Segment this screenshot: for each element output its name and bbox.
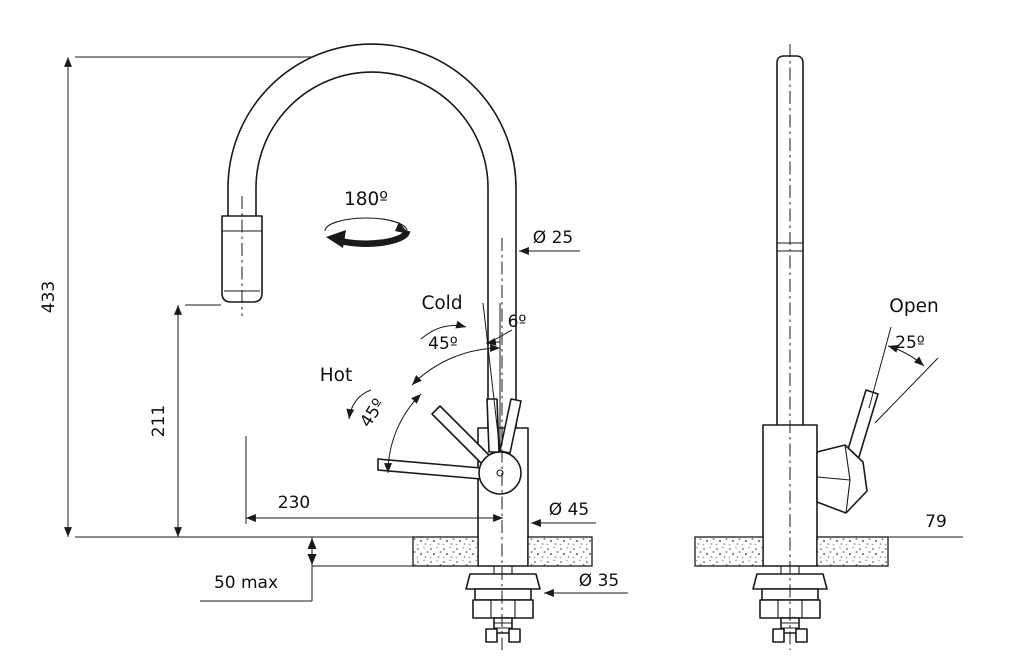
dim-outlet-height: 211 [149, 405, 169, 437]
mounting-nut [472, 599, 534, 619]
open-angle-annotation: 25º Open [868, 296, 939, 424]
dim-spout-tilt: 6º [508, 312, 527, 332]
housing-facet [845, 479, 851, 514]
dim-spout-diameter: Ø 25 [533, 228, 573, 248]
label-open: Open [889, 296, 938, 317]
handle-axis-line [868, 326, 892, 409]
counter-slab-right [527, 536, 593, 567]
countertop-section-front [412, 536, 593, 567]
label-cold: Cold [421, 293, 462, 314]
open-angle-arc [887, 345, 925, 367]
hot-swing-arc [384, 393, 422, 474]
swivel-symbol: 180º [324, 189, 411, 248]
tilt-leader [495, 329, 513, 340]
dim-swivel-angle: 180º [344, 189, 388, 210]
dim-hole-diameter: Ø 35 [579, 571, 619, 591]
dim-overall-height: 433 [39, 281, 59, 313]
side-faucet-outline [762, 55, 879, 567]
swivel-ellipse-back [324, 217, 408, 232]
dim-spout-reach: 230 [278, 493, 310, 513]
open-limit-line [874, 357, 939, 424]
hose-weight-left [772, 628, 785, 643]
dim-hot-swing: 45º [356, 395, 389, 431]
hot-motion-arrow [346, 389, 372, 420]
dim-body-diameter: Ø 45 [549, 500, 589, 520]
counter-slab-right [816, 536, 889, 567]
housing-facet [844, 444, 851, 481]
side-view: 25º Open 79 [694, 55, 963, 643]
arrow-up [307, 538, 317, 549]
handle-levers [377, 398, 522, 495]
swivel-arrow-body [340, 230, 411, 247]
spout-arc-outer [227, 43, 517, 428]
mounting-washer [474, 588, 532, 601]
countertop-section-side [694, 536, 889, 567]
label-hot: Hot [320, 365, 352, 386]
dim-open-angle: 25º [895, 333, 925, 353]
housing-facet [816, 476, 851, 481]
dim-cold-swing: 45º [428, 334, 458, 354]
front-view: 180º 6º 45º Cold 45º Hot 433 [39, 43, 628, 643]
mounting-flange [465, 573, 541, 590]
hose-weight-left [485, 628, 498, 643]
centerlines [241, 44, 791, 650]
swivel-arrowhead [326, 230, 346, 248]
swivel-small-arrowhead [395, 222, 409, 234]
threaded-rod [493, 617, 513, 634]
pullout-spray-head [221, 215, 263, 303]
arrow-down [307, 554, 317, 565]
mounting-flange [752, 573, 828, 590]
dim-deck-thickness: 50 max [214, 573, 278, 593]
spout-arc-inner [255, 71, 489, 428]
handle-pivot-dome [478, 451, 522, 495]
mounting-hardware-side [752, 566, 828, 643]
counter-slab-left [412, 536, 479, 567]
hose-weight-right [795, 628, 808, 643]
dim-handle-offset: 79 [925, 512, 947, 532]
tilt-arc [485, 337, 501, 346]
cold-swing-arc [411, 344, 501, 386]
cold-motion-arrow [420, 320, 467, 340]
counter-slab-left [694, 536, 764, 567]
mounting-hardware-front [465, 566, 541, 643]
handle-pivot-center [496, 469, 504, 477]
front-faucet-outline [221, 43, 529, 567]
hose-weight-right [508, 628, 521, 643]
lever-hot-position [377, 458, 482, 480]
side-dimensions: 79 [888, 512, 963, 538]
front-dimensions: 433 211 230 50 max Ø 25 Ø 45 Ø 3 [39, 56, 628, 602]
